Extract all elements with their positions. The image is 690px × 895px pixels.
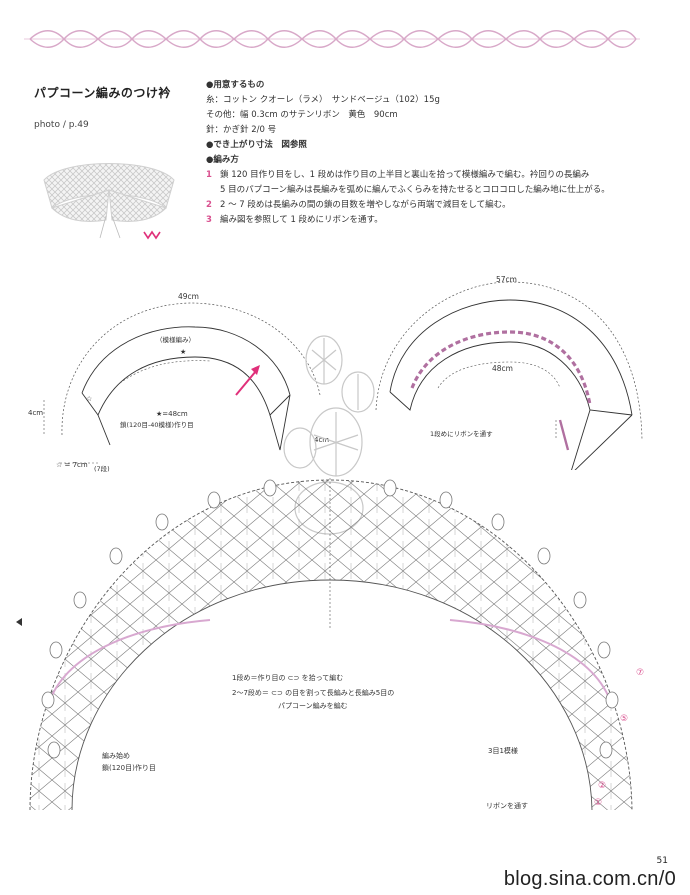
legend-line-3: パプコーン編みを編む <box>278 701 348 710</box>
width-57-label: 57cm <box>496 275 517 284</box>
step-text: 5 目のパプコーン編みは長編みを弧めに編んでふくらみを持たせるとコロコロした編み… <box>220 185 610 195</box>
step-1: 1 鎖 120 目作り目をし、1 段めは作り目の上半目と裏山を拾って模様編みで編む… <box>206 168 610 183</box>
step-3: 3 編み図を参照して 1 段めにリボンを通す。 <box>206 213 610 228</box>
chain-note: 鎖(120目-40模様)作り目 <box>120 420 194 429</box>
legend-line-2: 2～7段め＝ ⊂⊃ の目を割って長編みと長編み5目の <box>232 688 394 697</box>
step-1-cont: 5 目のパプコーン編みは長編みを弧めに編んでふくらみを持たせるとコロコロした編み… <box>206 183 610 198</box>
materials-block: ●用意するもの 糸：コットン クオーレ（ラメ） サンドベージュ（102）15g … <box>206 78 610 228</box>
width-48-label: 48cm <box>492 364 513 373</box>
other-line: その他：幅 0.3cm のサテンリボン 黄色 90cm <box>206 110 398 120</box>
ribbon-label: リボンを通す <box>486 801 528 810</box>
collar-photo <box>43 163 175 240</box>
step-text: 編み図を参照して 1 段めにリボンを通す。 <box>220 215 383 225</box>
page-number: 51 <box>656 856 668 866</box>
size-line: ●でき上がり寸法 図参照 <box>206 140 307 150</box>
start-label: 編み始め <box>102 751 130 760</box>
step-text: 2 ～ 7 段めは長編みの間の鎖の目数を増やしながら両端で減目をして編む。 <box>220 200 511 210</box>
width-49-label: 49cm <box>178 292 199 301</box>
tri-row-label: (7段) <box>94 464 110 473</box>
side-4cm-label: 4cm <box>28 409 43 417</box>
start-chain-label: 鎖(120目)作り目 <box>102 763 156 772</box>
step-number: 1 <box>206 170 212 180</box>
star-value-label: ★=48cm <box>156 410 188 418</box>
step-text: 鎖 120 目作り目をし、1 段めは作り目の上半目と裏山を拾って模様編みで編む。… <box>220 170 590 180</box>
watermark-text: blog.sina.com.cn/0 <box>503 868 676 890</box>
legend-line-1: 1段め＝作り目の ⊂⊃ を拾って編む <box>232 673 343 682</box>
row-label-2: ② <box>598 781 606 791</box>
materials-heading: ●用意するもの <box>206 80 265 90</box>
page-title: パプコーン編みのつけ衿 <box>34 86 171 100</box>
side-4cm-right-label: 4cm <box>314 436 329 444</box>
row-label-7: ⑦ <box>636 668 644 678</box>
crochet-chart: 1段め＝作り目の ⊂⊃ を拾って編む 2～7段め＝ ⊂⊃ の目を割って長編みと長… <box>16 478 644 811</box>
repeat-label: 3目1模様 <box>488 746 518 755</box>
tri-mark: ☆ <box>86 395 92 403</box>
schematic-left: 49cm （模様編み） ★ ★=48cm 鎖(120目-40模様)作り目 4cm… <box>28 292 329 473</box>
tri-value-label: ☆ = 7cm <box>56 461 88 469</box>
ribbon-note: 1段めにリボンを通す <box>430 429 493 438</box>
step-number: 3 <box>206 215 212 225</box>
schematic-right: 57cm 48cm 1段めにリボンを通す <box>375 275 643 470</box>
pattern-label: （模様編み） <box>156 335 195 344</box>
step-2: 2 2 ～ 7 段めは長編みの間の鎖の目数を増やしながら両端で減目をして編む。 <box>206 198 610 213</box>
needle-line: 針：かぎ針 2/0 号 <box>206 125 277 135</box>
method-heading: ●編み方 <box>206 155 239 165</box>
star-mark: ★ <box>180 348 186 356</box>
row-label-5: ⑤ <box>620 714 628 724</box>
photo-reference: photo / p.49 <box>34 120 89 130</box>
decorative-border <box>24 30 640 48</box>
yarn-line: 糸：コットン クオーレ（ラメ） サンドベージュ（102）15g <box>206 95 440 105</box>
row-label-1: ① <box>594 798 602 808</box>
step-number: 2 <box>206 200 212 210</box>
